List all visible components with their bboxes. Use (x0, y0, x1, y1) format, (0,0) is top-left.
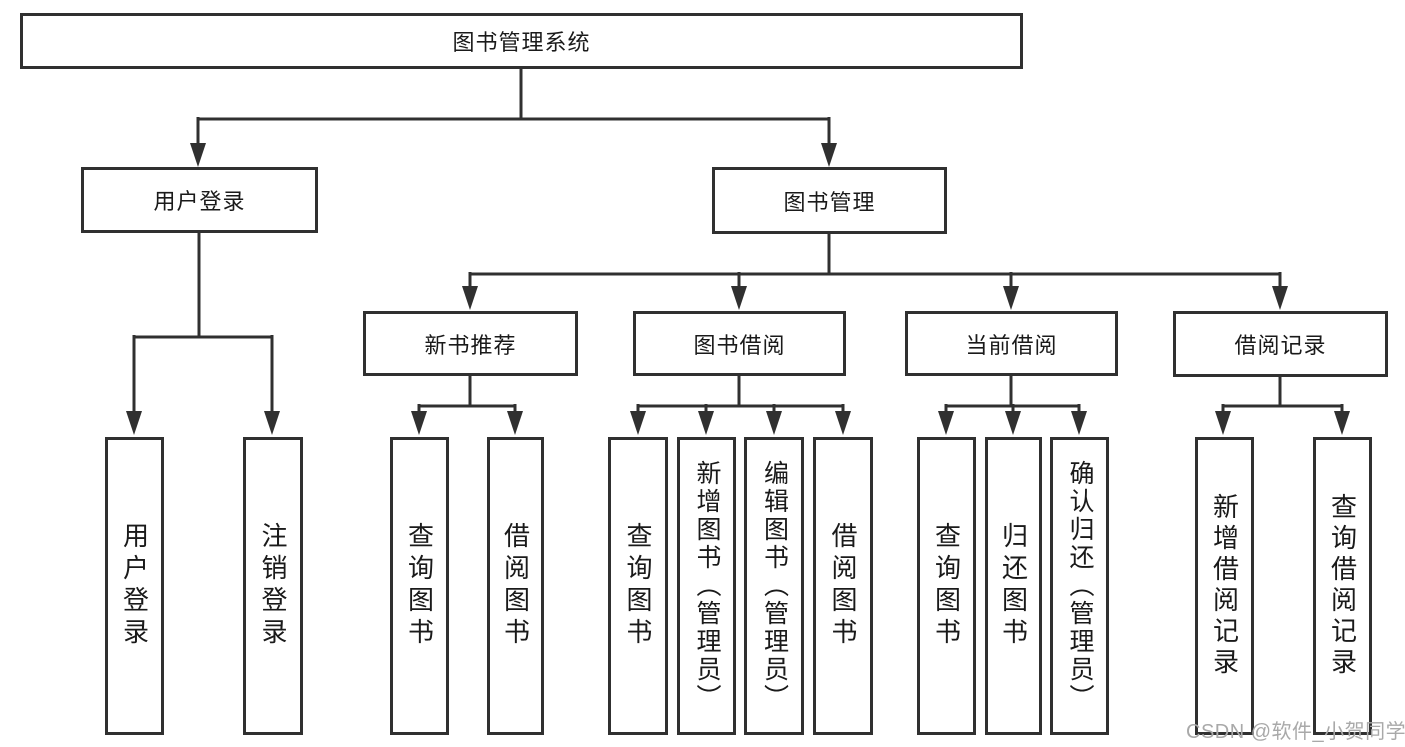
arrowheads-level2 (462, 286, 1288, 310)
arrowheads-user-login (126, 411, 280, 435)
leaf-borrow-books-borrowing-label: 借阅图书 (828, 522, 858, 650)
node-library-system: 图书管理系统 (20, 13, 1023, 69)
leaf-borrow-books-borrowing: 借阅图书 (813, 437, 873, 735)
arrowheads-new-book (411, 411, 523, 435)
leaf-confirm-return-admin: 确认归还（管理员） (1050, 437, 1109, 735)
node-new-book-recommendation: 新书推荐 (363, 311, 578, 376)
leaf-user-login: 用户登录 (105, 437, 164, 735)
leaf-logout-label: 注销登录 (258, 522, 288, 650)
connector-user-login-children (132, 232, 274, 412)
leaf-logout: 注销登录 (243, 437, 303, 735)
leaf-add-borrow-record-label: 新增借阅记录 (1209, 493, 1240, 679)
leaf-query-borrow-record-label: 查询借阅记录 (1327, 493, 1358, 679)
node-user-login: 用户登录 (81, 167, 318, 233)
leaf-query-books-borrowing-label: 查询图书 (623, 522, 653, 650)
connector-borrowing-records-children (1221, 377, 1344, 412)
leaf-confirm-return-admin-label: 确认归还（管理员） (1066, 460, 1094, 712)
connector-current-borrowing-children (944, 375, 1081, 412)
leaf-add-books-admin: 新增图书（管理员） (677, 437, 736, 735)
arrowheads-current-borrowing (938, 411, 1087, 435)
arrowheads-level1 (190, 143, 837, 167)
leaf-borrow-books-recommend: 借阅图书 (487, 437, 544, 735)
leaf-borrow-books-recommend-label: 借阅图书 (500, 522, 531, 650)
connector-book-management-to-level2 (468, 233, 1282, 288)
leaf-query-books-recommend: 查询图书 (390, 437, 449, 735)
leaf-query-borrow-record: 查询借阅记录 (1313, 437, 1372, 735)
leaf-edit-books-admin-label: 编辑图书（管理员） (760, 460, 789, 712)
node-borrowing-records: 借阅记录 (1173, 311, 1388, 377)
connector-root-to-level1 (196, 68, 831, 144)
arrowheads-book-borrowing (630, 411, 851, 435)
leaf-query-books-current-label: 查询图书 (931, 522, 962, 650)
leaf-query-books-borrowing: 查询图书 (608, 437, 668, 735)
connector-book-borrowing-children (636, 375, 845, 412)
arrowheads-borrowing-records (1215, 411, 1350, 435)
leaf-user-login-label: 用户登录 (119, 522, 150, 650)
node-book-management: 图书管理 (712, 167, 947, 234)
node-book-borrowing: 图书借阅 (633, 311, 846, 376)
leaf-add-borrow-record: 新增借阅记录 (1195, 437, 1254, 735)
leaf-return-books: 归还图书 (985, 437, 1042, 735)
connector-new-book-children (417, 375, 517, 412)
leaf-query-books-current: 查询图书 (917, 437, 976, 735)
leaf-add-books-admin-label: 新增图书（管理员） (693, 460, 721, 712)
leaf-return-books-label: 归还图书 (998, 522, 1029, 650)
leaf-query-books-recommend-label: 查询图书 (404, 522, 435, 650)
leaf-edit-books-admin: 编辑图书（管理员） (744, 437, 804, 735)
csdn-watermark: CSDN @软件_小贺同学 (1186, 721, 1405, 743)
node-current-borrowing: 当前借阅 (905, 311, 1118, 376)
